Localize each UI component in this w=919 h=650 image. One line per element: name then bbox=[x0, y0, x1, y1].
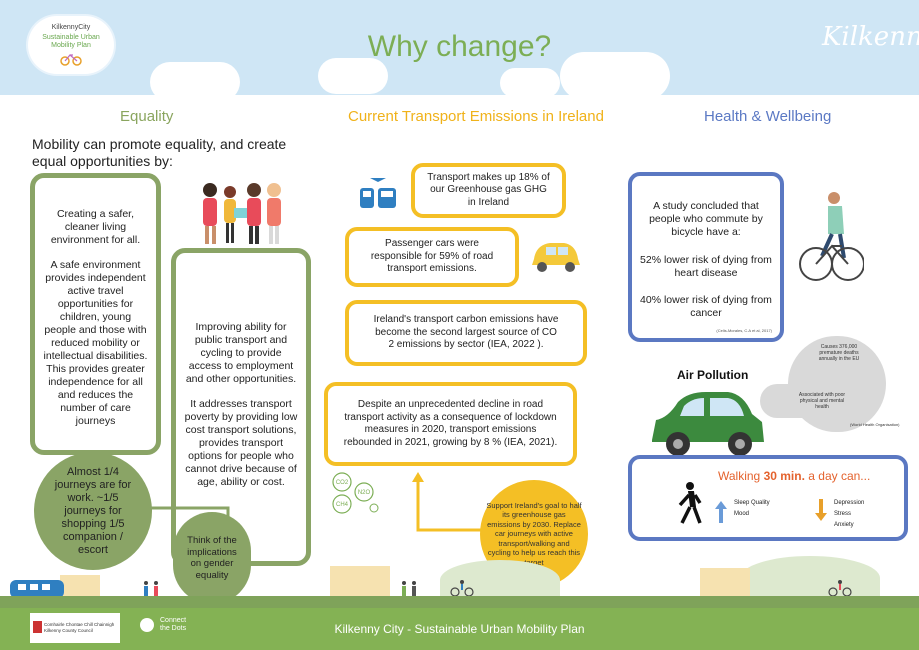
equality-intro: Mobility can promote equality, and creat… bbox=[32, 136, 287, 169]
gas-label: CH4 bbox=[336, 502, 349, 508]
cyclist-illustration bbox=[799, 192, 864, 281]
health-heading: Health & Wellbeing bbox=[704, 108, 832, 125]
kilkenny-script-logo: Kilkenny bbox=[822, 22, 919, 52]
safer-environment-card: Creating a safer, cleaner living environ… bbox=[30, 173, 161, 455]
header-banner bbox=[0, 0, 919, 102]
cloud-graphic bbox=[318, 58, 388, 94]
bicycle-icon bbox=[60, 54, 82, 66]
arrow-down-icon bbox=[815, 499, 827, 521]
ghg-share-card: Transport makes up 18% of our Greenhouse… bbox=[411, 163, 566, 218]
equality-heading: Equality bbox=[120, 108, 174, 125]
cloud-graphic bbox=[560, 52, 670, 100]
transport-modes-icon bbox=[360, 178, 396, 208]
footer-bar bbox=[0, 608, 919, 650]
skyline-graphic bbox=[60, 575, 100, 596]
journey-stats-circle: Almost 1/4 journeys are for work. ~1/5 j… bbox=[34, 452, 152, 570]
cycling-study-card: A study concluded that people who commut… bbox=[628, 172, 784, 342]
emissions-rebound-card: Despite an unprecedented decline in road… bbox=[324, 382, 577, 466]
street-ground bbox=[0, 596, 919, 608]
arrow-up-icon bbox=[715, 501, 727, 523]
hill-graphic bbox=[740, 556, 880, 600]
gas-molecules-icon: CO2 N2O CH4 bbox=[332, 472, 379, 514]
walking-person-icon bbox=[678, 482, 702, 524]
yellow-car-icon bbox=[532, 243, 580, 272]
pedestrians-icon bbox=[402, 581, 416, 596]
walking-benefits-card: Walking 30 min. a day can... Sleep Quali… bbox=[628, 455, 908, 541]
gender-equality-circle: Think of the implications on gender equa… bbox=[173, 512, 251, 604]
connect-the-dots-icon bbox=[140, 618, 154, 632]
cloud-graphic bbox=[500, 68, 560, 98]
council-logo: Comhairle Chontae Chill Chainnigh Kilken… bbox=[30, 613, 120, 643]
footer-title: Kilkenny City - Sustainable Urban Mobili… bbox=[334, 622, 585, 636]
train-illustration bbox=[10, 580, 64, 598]
skyline-graphic bbox=[700, 568, 750, 596]
arrow-connector bbox=[412, 472, 488, 532]
pedestrians-icon bbox=[144, 581, 158, 596]
emissions-heading: Current Transport Emissions in Ireland bbox=[348, 108, 604, 125]
air-pollution-heading: Air Pollution bbox=[677, 368, 749, 382]
smog-cloud: Causes 376,000 premature deaths annually… bbox=[788, 336, 886, 432]
green-car-icon bbox=[652, 392, 764, 456]
cloud-graphic bbox=[150, 62, 240, 102]
study-citation: (Celis-Morales, C.A et al, 2017) bbox=[716, 328, 772, 333]
connect-the-dots-logo: Connect the Dots bbox=[160, 617, 187, 632]
gas-label: CO2 bbox=[336, 480, 349, 486]
crest-icon bbox=[33, 621, 42, 633]
hill-graphic bbox=[440, 560, 560, 600]
carbon-source-card: Ireland's transport carbon emissions hav… bbox=[345, 300, 587, 366]
people-illustration bbox=[203, 183, 281, 244]
passenger-cars-card: Passenger cars were responsible for 59% … bbox=[345, 227, 519, 287]
smog-source: (World Health Organisation) bbox=[850, 422, 900, 427]
skyline-graphic bbox=[330, 566, 390, 596]
public-transport-access-card: Improving ability for public transport a… bbox=[171, 248, 311, 566]
gas-label: N2O bbox=[358, 490, 371, 496]
walking-heading: Walking 30 min. a day can... bbox=[718, 469, 871, 483]
page-title: Why change? bbox=[367, 30, 552, 63]
